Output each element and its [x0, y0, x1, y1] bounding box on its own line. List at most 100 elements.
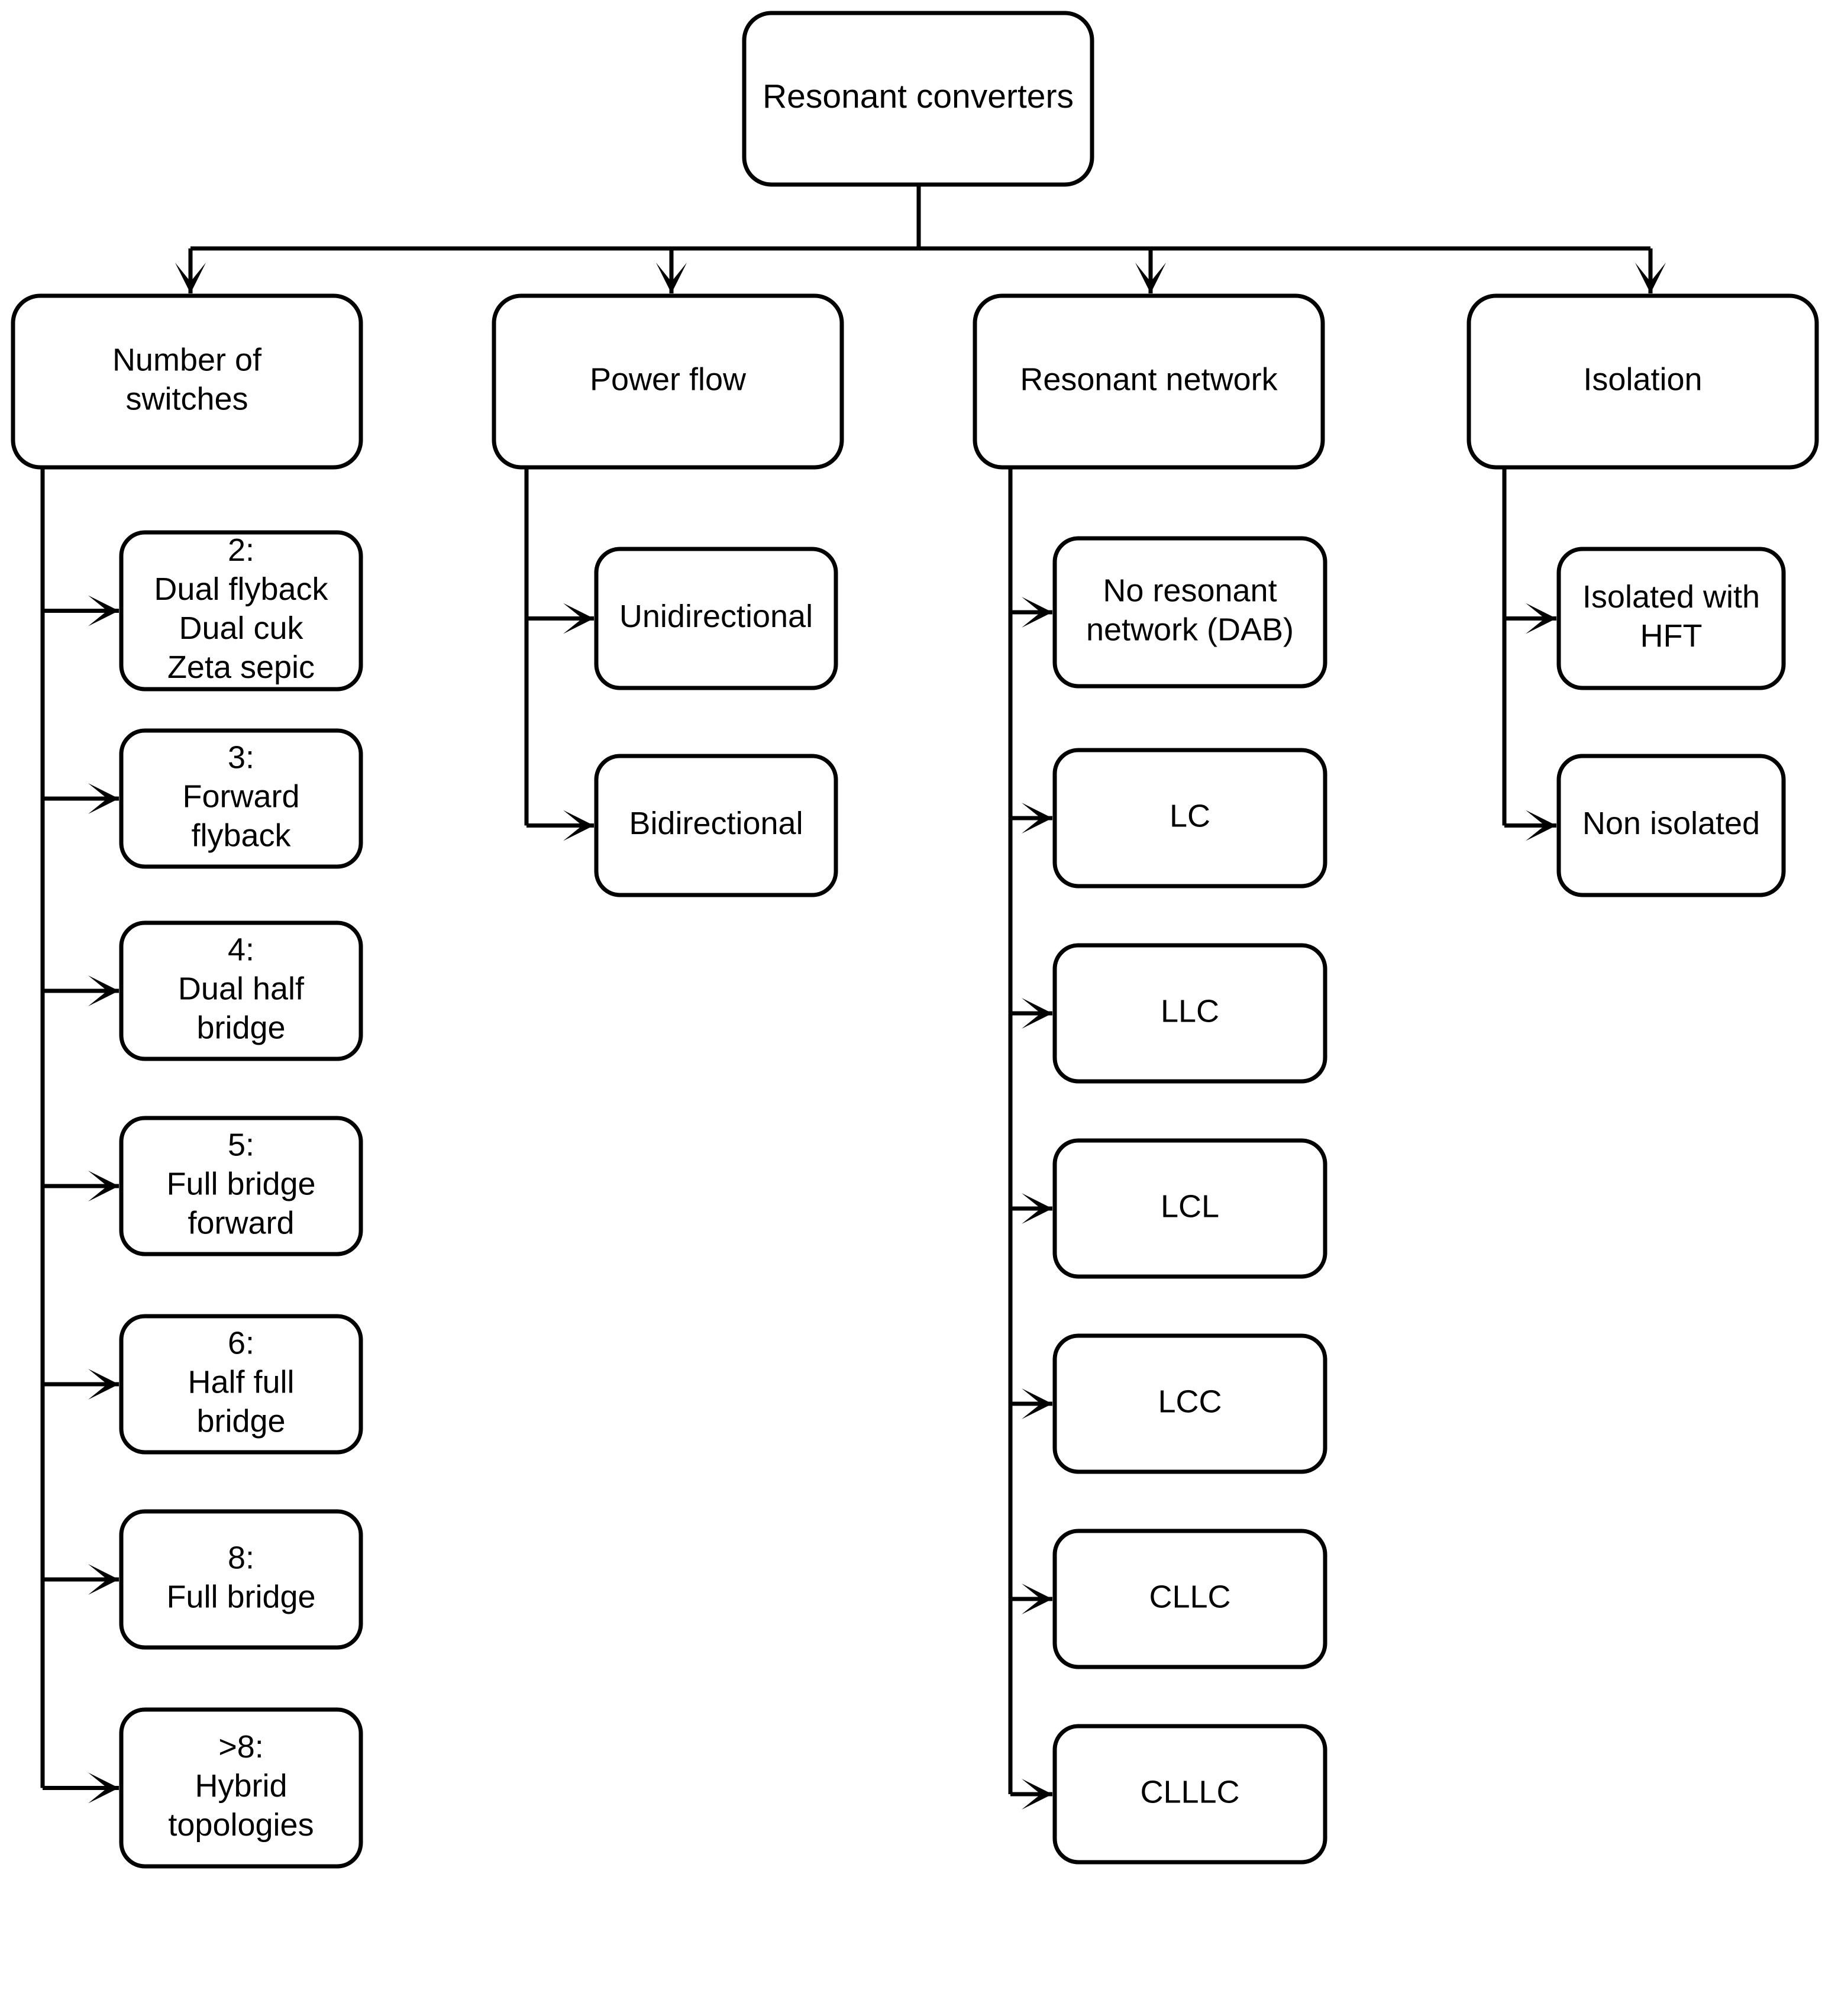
- leaf-node-switches-3-label-line-1: Forward: [182, 778, 299, 814]
- leaf-node-switches-4-label-line-0: 4:: [228, 932, 254, 967]
- leaf-node-lcl-rect: [1052, 1138, 1327, 1279]
- leaf-node-switches-gt8-rect: [119, 1707, 363, 1869]
- leaf-node-switches-3[interactable]: 3:Forward flyback: [119, 728, 363, 869]
- connector-arrow-resonant-network-6: [1022, 1779, 1052, 1810]
- leaf-node-no-resonant-network-dab-rect: [1052, 536, 1327, 689]
- category-node-isolation[interactable]: Isolation: [1466, 293, 1819, 470]
- leaf-node-switches-8-rect: [119, 1509, 363, 1650]
- leaf-node-switches-2-label-line-2: Dual cuk: [179, 610, 303, 646]
- branch-arrow-number-of-switches: [175, 263, 206, 293]
- leaf-node-switches-4-label-line-1: Dual half: [178, 971, 305, 1006]
- category-node-resonant-network[interactable]: Resonant network: [973, 293, 1325, 470]
- branch-arrow-isolation: [1635, 263, 1666, 293]
- leaf-node-clllc-rect: [1052, 1724, 1327, 1865]
- category-node-number-of-switches-rect: [11, 293, 363, 470]
- category-node-power-flow-rect: [492, 293, 844, 470]
- leaf-node-switches-4[interactable]: 4: Dual half bridge: [119, 920, 363, 1061]
- leaf-node-bidirectional-label-line-0: Bidirectional: [629, 806, 803, 841]
- leaf-node-cllc[interactable]: CLLC: [1052, 1529, 1327, 1669]
- leaf-node-unidirectional-label-line-0: Unidirectional: [619, 599, 813, 634]
- leaf-node-non-isolated-label-line-0: Non isolated: [1582, 806, 1760, 841]
- leaf-node-no-resonant-network-dab[interactable]: No resonant network (DAB): [1052, 536, 1327, 689]
- connector-arrow-power-flow-0: [563, 603, 594, 634]
- connector-arrow-resonant-network-3: [1022, 1193, 1052, 1224]
- leaf-node-lc[interactable]: LC: [1052, 748, 1327, 889]
- leaf-node-switches-8-label-line-0: 8:: [228, 1540, 254, 1575]
- connector-arrow-number-of-switches-2: [88, 975, 119, 1006]
- leaf-node-switches-5-label-line-1: Full bridge: [166, 1166, 315, 1201]
- leaf-node-lc-rect: [1052, 748, 1327, 889]
- leaf-node-llc-label-line-0: LLC: [1161, 993, 1219, 1029]
- leaf-node-cllc-rect: [1052, 1529, 1327, 1669]
- leaf-node-switches-3-rect: [119, 728, 363, 869]
- connector-arrow-resonant-network-0: [1022, 597, 1052, 628]
- leaf-node-non-isolated-rect: [1556, 754, 1786, 897]
- leaf-node-switches-2-label-line-3: Zeta sepic: [167, 650, 315, 685]
- leaf-node-switches-gt8-label-line-2: topologies: [168, 1807, 314, 1843]
- category-node-number-of-switches[interactable]: Number of switches: [11, 293, 363, 470]
- connector-arrow-number-of-switches-5: [88, 1564, 119, 1595]
- leaf-node-switches-8-label-line-1: Full bridge: [166, 1579, 315, 1614]
- connector-arrow-number-of-switches-3: [88, 1171, 119, 1201]
- branch-arrow-power-flow: [656, 263, 687, 293]
- connector-arrow-number-of-switches-1: [88, 783, 119, 814]
- category-node-isolation-rect: [1466, 293, 1819, 470]
- leaf-node-switches-6-label-line-2: bridge: [196, 1403, 285, 1439]
- leaf-node-llc[interactable]: LLC: [1052, 943, 1327, 1084]
- leaf-node-switches-6-label-line-0: 6:: [228, 1325, 254, 1361]
- root-node-resonant-converters-label-line-0: Resonant converters: [763, 77, 1074, 115]
- leaf-node-lcc-label-line-0: LCC: [1158, 1384, 1222, 1419]
- leaf-node-clllc-label-line-0: CLLLC: [1140, 1774, 1239, 1810]
- leaf-node-no-resonant-network-dab-label-line-1: network (DAB): [1086, 612, 1294, 647]
- leaf-node-no-resonant-network-dab-label-line-0: No resonant: [1103, 573, 1277, 608]
- connector-arrow-resonant-network-1: [1022, 803, 1052, 833]
- category-node-resonant-network-rect: [973, 293, 1325, 470]
- leaf-node-switches-2-rect: [119, 530, 363, 692]
- connector-arrow-number-of-switches-0: [88, 595, 119, 626]
- leaf-node-switches-5-rect: [119, 1116, 363, 1256]
- connector-arrow-isolation-1: [1526, 810, 1556, 841]
- connector-arrow-number-of-switches-4: [88, 1369, 119, 1400]
- leaf-node-switches-5-label-line-0: 5:: [228, 1127, 254, 1162]
- leaf-node-lc-label-line-0: LC: [1170, 798, 1210, 833]
- leaf-node-llc-rect: [1052, 943, 1327, 1084]
- leaf-node-switches-gt8-label-line-0: >8:: [218, 1729, 264, 1765]
- leaf-node-switches-2-label-line-0: 2:: [228, 532, 254, 568]
- leaf-node-switches-3-label-line-2: flyback: [191, 818, 291, 853]
- branch-arrow-resonant-network: [1135, 263, 1166, 293]
- leaf-node-lcc[interactable]: LCC: [1052, 1333, 1327, 1474]
- leaf-node-non-isolated[interactable]: Non isolated: [1556, 754, 1786, 897]
- leaf-node-lcl-label-line-0: LCL: [1161, 1188, 1219, 1224]
- leaf-node-isolated-with-hft-label-line-1: HFT: [1640, 618, 1703, 654]
- leaf-node-lcl[interactable]: LCL: [1052, 1138, 1327, 1279]
- leaf-node-switches-4-rect: [119, 920, 363, 1061]
- connector-arrow-isolation-0: [1526, 603, 1556, 634]
- leaf-node-switches-gt8-label-line-1: Hybrid: [195, 1768, 287, 1804]
- category-node-isolation-label-line-0: Isolation: [1583, 361, 1702, 397]
- category-node-number-of-switches-label-line-1: switches: [125, 381, 248, 416]
- leaf-node-switches-6-label-line-1: Half full: [188, 1364, 294, 1400]
- leaf-node-clllc[interactable]: CLLLC: [1052, 1724, 1327, 1865]
- leaf-node-unidirectional[interactable]: Unidirectional: [594, 547, 838, 690]
- leaf-node-cllc-label-line-0: CLLC: [1149, 1579, 1230, 1614]
- connector-arrow-resonant-network-2: [1022, 998, 1052, 1029]
- connector-arrow-number-of-switches-6: [88, 1772, 119, 1804]
- leaf-node-switches-4-label-line-2: bridge: [196, 1010, 285, 1045]
- leaf-node-unidirectional-rect: [594, 547, 838, 690]
- root-node-resonant-converters[interactable]: Resonant converters: [742, 11, 1094, 187]
- leaf-node-switches-8[interactable]: 8: Full bridge: [119, 1509, 363, 1650]
- connector-arrow-power-flow-1: [563, 810, 594, 841]
- leaf-node-switches-3-label-line-0: 3:: [228, 739, 254, 775]
- category-node-power-flow[interactable]: Power flow: [492, 293, 844, 470]
- leaf-node-isolated-with-hft-rect: [1556, 547, 1786, 690]
- leaf-node-switches-2-label-line-1: Dual flyback: [154, 571, 328, 607]
- leaf-node-bidirectional[interactable]: Bidirectional: [594, 754, 838, 897]
- category-node-number-of-switches-label-line-0: Number of: [112, 342, 262, 377]
